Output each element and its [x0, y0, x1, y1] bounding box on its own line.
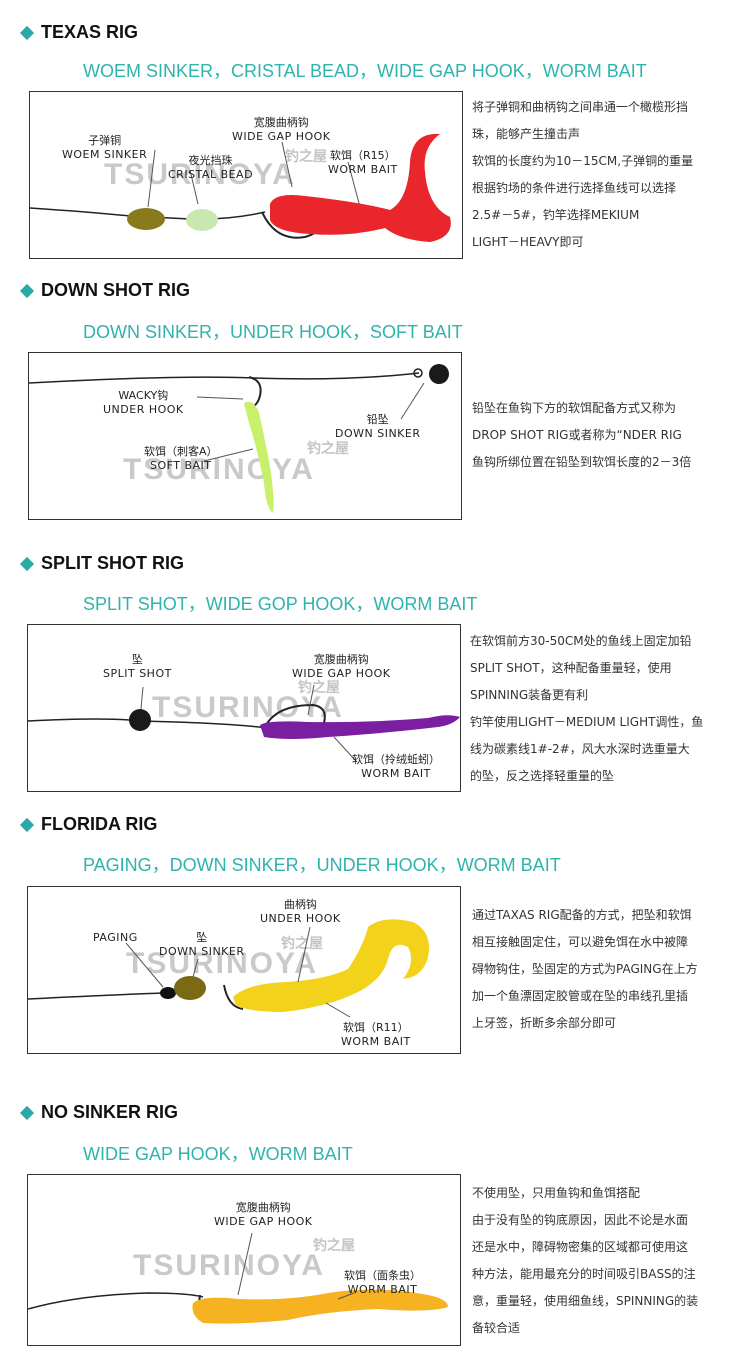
label-bait: 软饵（R15） WORM BAIT — [328, 149, 398, 176]
watermark-brand-cn: 钓之屋 — [313, 1238, 355, 1254]
label-bait: 软饵（刺客A） SOFT BAIT — [144, 445, 218, 472]
label-hook: 宽腹曲柄钩 WIDE GAP HOOK — [232, 116, 331, 143]
section-title: TEXAS RIG — [19, 22, 138, 43]
watermark-brand: TSURINOYA — [152, 691, 344, 724]
worm-bait-shape — [270, 133, 451, 242]
label-bait: 软饵（R11） WORM BAIT — [341, 1021, 411, 1048]
label-sinker: 坠 DOWN SINKER — [159, 931, 245, 958]
section-subtitle: WOEM SINKER，CRISTAL BEAD，WIDE GAP HOOK，W… — [83, 61, 647, 81]
diamond-bullet-icon — [19, 1105, 35, 1120]
diamond-bullet-icon — [19, 817, 35, 832]
watermark-brand: TSURINOYA — [126, 947, 318, 980]
label-sinker: 子弹铜 WOEM SINKER — [62, 134, 148, 161]
label-hook: 宽腹曲柄钩 WIDE GAP HOOK — [292, 653, 391, 680]
split-shot-shape — [129, 709, 151, 731]
section-title: SPLIT SHOT RIG — [19, 553, 184, 574]
watermark-brand: TSURINOYA — [104, 158, 296, 191]
rig-description: 不使用坠，只用鱼钩和鱼饵搭配 由于没有坠的钩底原因，因此不论是水面 还是水中，障… — [472, 1186, 699, 1335]
worm-bait-shape — [233, 919, 429, 1012]
rig-illustration — [30, 133, 451, 242]
rig-diagram: TSURINOYA 钓之屋 WACKY钩 UNDER HOOK 铅坠 DOWN … — [28, 352, 462, 520]
paging-shape — [160, 987, 176, 999]
label-bead: 夜光挡珠 CRISTAL BEAD — [168, 154, 254, 181]
label-split-shot: 坠 SPLIT SHOT — [103, 653, 172, 680]
section-subtitle: SPLIT SHOT，WIDE GOP HOOK，WORM BAIT — [83, 594, 478, 614]
rig-diagram: TSURINOYA 钓之屋 坠 SPLIT SHOT 宽腹曲柄钩 WIDE GA… — [27, 624, 461, 792]
watermark-brand-cn: 钓之屋 — [285, 149, 327, 165]
watermark-brand: TSURINOYA — [133, 1249, 325, 1282]
label-sinker: 铅坠 DOWN SINKER — [335, 413, 421, 440]
rig-illustration — [28, 684, 460, 762]
rig-diagram: TSURINOYA 钓之屋 子弹铜 WOEM SINKER 夜光挡珠 CRIST… — [29, 91, 463, 259]
rig-diagram: TSURINOYA 钓之屋 宽腹曲柄钩 WIDE GAP HOOK 软饵（面条虫… — [27, 1174, 461, 1346]
section-texas-rig: TEXAS RIG WOEM SINKER，CRISTAL BEAD，WIDE … — [0, 0, 750, 270]
rig-diagram: TSURINOYA 钓之屋 PAGING 坠 DOWN SINKER 曲柄钩 U… — [27, 886, 461, 1054]
sinker-shape — [174, 976, 206, 1000]
section-title: FLORIDA RIG — [19, 814, 157, 835]
section-split-shot-rig: SPLIT SHOT RIG SPLIT SHOT，WIDE GOP HOOK，… — [0, 535, 750, 800]
section-subtitle: WIDE GAP HOOK，WORM BAIT — [83, 1144, 353, 1164]
sinker-shape — [429, 364, 449, 384]
rig-description: 在软饵前方30-50CM处的鱼线上固定加铅 SPLIT SHOT，这种配备重量轻… — [470, 634, 704, 783]
soft-bait-shape — [244, 401, 274, 513]
label-hook: 宽腹曲柄钩 WIDE GAP HOOK — [214, 1201, 313, 1228]
rig-illustration — [29, 364, 449, 513]
watermark-brand-cn: 钓之屋 — [281, 936, 323, 952]
label-hook: WACKY钩 UNDER HOOK — [103, 389, 184, 416]
watermark-brand-cn: 钓之屋 — [307, 441, 349, 457]
section-subtitle: DOWN SINKER，UNDER HOOK，SOFT BAIT — [83, 322, 463, 342]
diamond-bullet-icon — [19, 556, 35, 571]
section-subtitle: PAGING，DOWN SINKER，UNDER HOOK，WORM BAIT — [83, 855, 561, 875]
rig-description: 将子弹铜和曲柄钩之间串通一个橄榄形挡 珠，能够产生撞击声 软饵的长度约为10－1… — [472, 100, 694, 249]
section-title: NO SINKER RIG — [19, 1102, 178, 1123]
rig-illustration — [28, 1232, 448, 1324]
watermark-brand-cn: 钓之屋 — [298, 680, 340, 696]
section-florida-rig: FLORIDA RIG PAGING，DOWN SINKER，UNDER HOO… — [0, 800, 750, 1080]
label-paging: PAGING — [93, 931, 138, 944]
rig-illustration — [28, 919, 429, 1018]
sinker-shape — [127, 208, 165, 230]
diamond-bullet-icon — [19, 283, 35, 298]
label-hook: 曲柄钩 UNDER HOOK — [260, 898, 341, 925]
section-title: DOWN SHOT RIG — [19, 280, 190, 301]
rig-description: 通过TAXAS RIG配备的方式，把坠和软饵 相互接触固定住，可以避免饵在水中被… — [472, 908, 698, 1030]
label-bait: 软饵（拎绒蚯蚓） WORM BAIT — [352, 753, 440, 780]
section-no-sinker-rig: NO SINKER RIG WIDE GAP HOOK，WORM BAIT TS… — [0, 1080, 750, 1363]
worm-bait-shape — [192, 1289, 448, 1324]
worm-bait-shape — [260, 715, 460, 739]
diamond-bullet-icon — [19, 25, 35, 40]
section-down-shot-rig: DOWN SHOT RIG DOWN SINKER，UNDER HOOK，SOF… — [0, 270, 750, 535]
rig-description: 铅坠在鱼钩下方的软饵配备方式又称为 DROP SHOT RIG或者称为“NDER… — [472, 401, 692, 469]
bead-shape — [186, 209, 218, 231]
watermark-brand: TSURINOYA — [123, 453, 315, 486]
label-bait: 软饵（面条虫） WORM BAIT — [344, 1269, 421, 1296]
